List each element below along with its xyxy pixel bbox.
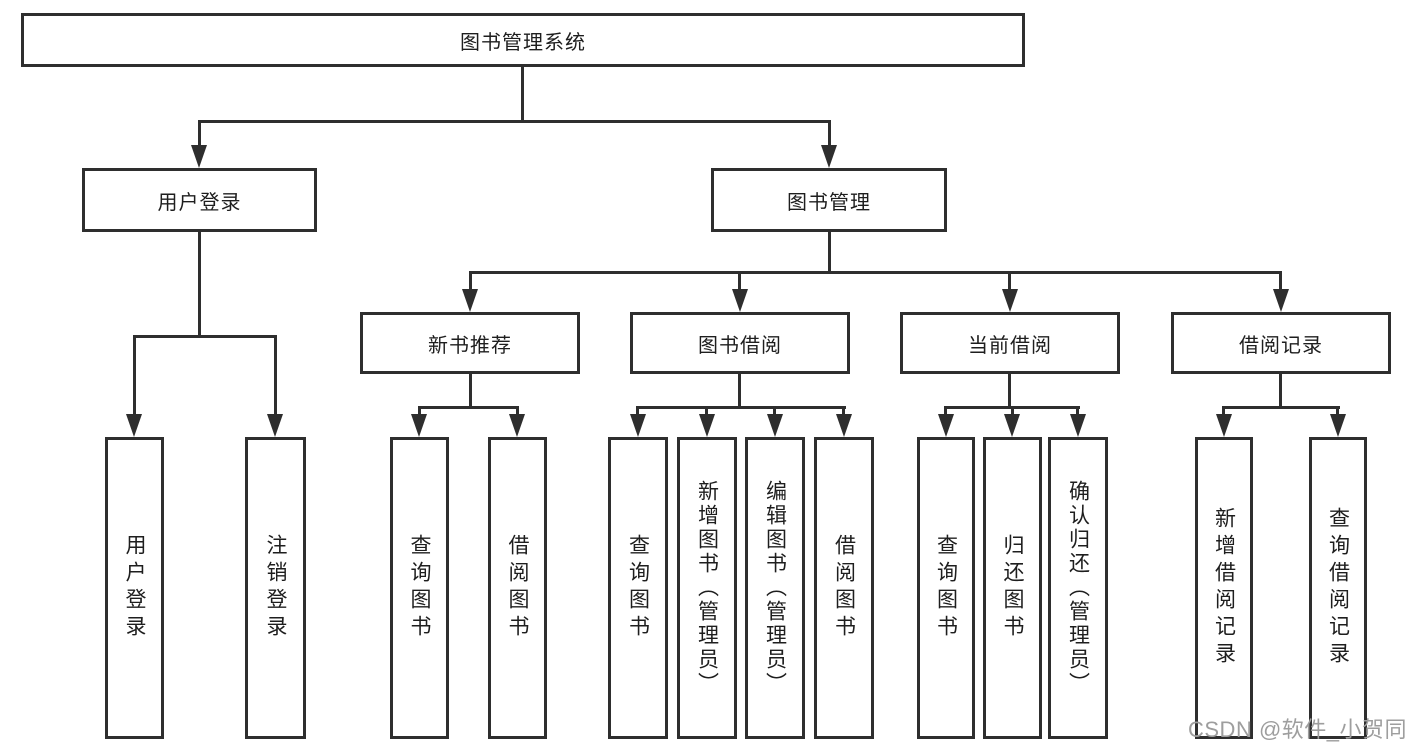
arrowhead-down-icon	[1330, 414, 1346, 437]
arrowhead-down-icon	[767, 414, 783, 437]
leaf-edit-books-admin: 编辑图书（管理员）	[745, 437, 805, 739]
connector-login-bar	[133, 335, 277, 338]
node-book-borrowing: 图书借阅	[630, 312, 850, 374]
arrowhead-down-icon	[938, 414, 954, 437]
connector-mgmt-stem	[828, 232, 831, 274]
connector-recommend-stem	[469, 374, 472, 409]
arrowhead-down-icon	[462, 289, 478, 312]
node-book-management: 图书管理	[711, 168, 947, 232]
leaf-borrow-books-recommend: 借阅图书	[488, 437, 547, 739]
connector-records-arm	[1336, 406, 1339, 416]
connector-mgmt-bar	[469, 271, 1282, 274]
arrowhead-down-icon	[1002, 289, 1018, 312]
connector-mgmt-arm	[469, 271, 472, 291]
node-current-borrowing: 当前借阅	[900, 312, 1120, 374]
connector-recommend-bar	[418, 406, 519, 409]
node-borrowing-records: 借阅记录	[1171, 312, 1391, 374]
leaf-return-books: 归还图书	[983, 437, 1042, 739]
leaf-confirm-return-admin: 确认归还（管理员）	[1048, 437, 1108, 739]
connector-recommend-arm	[418, 406, 421, 416]
node-user-login: 用户登录	[82, 168, 317, 232]
leaf-borrow-books: 借阅图书	[814, 437, 874, 739]
leaf-add-books-admin: 新增图书（管理员）	[677, 437, 737, 739]
leaf-add-borrow-record: 新增借阅记录	[1195, 437, 1253, 739]
connector-current-arm	[944, 406, 947, 416]
connector-recommend-arm	[516, 406, 519, 416]
leaf-query-books-borrowing: 查询图书	[608, 437, 668, 739]
arrowhead-down-icon	[732, 289, 748, 312]
node-new-book-recommendation: 新书推荐	[360, 312, 580, 374]
connector-login-arm	[133, 335, 136, 416]
connector-records-stem	[1279, 374, 1282, 409]
leaf-query-borrow-record: 查询借阅记录	[1309, 437, 1367, 739]
connector-borrowing-arm	[773, 406, 776, 416]
arrowhead-down-icon	[509, 414, 525, 437]
connector-current-arm	[1076, 406, 1079, 416]
connector-mgmt-arm	[1279, 271, 1282, 291]
node-system-root: 图书管理系统	[21, 13, 1025, 67]
connector-login-arm	[274, 335, 277, 416]
arrowhead-down-icon	[191, 145, 207, 168]
connector-records-arm	[1222, 406, 1225, 416]
connector-root-arm-right	[828, 120, 831, 147]
arrowhead-down-icon	[821, 145, 837, 168]
arrowhead-down-icon	[630, 414, 646, 437]
connector-root-bar	[198, 120, 831, 123]
connector-mgmt-arm	[1008, 271, 1011, 291]
arrowhead-down-icon	[411, 414, 427, 437]
connector-current-arm	[1011, 406, 1014, 416]
arrowhead-down-icon	[699, 414, 715, 437]
arrowhead-down-icon	[1273, 289, 1289, 312]
csdn-watermark: CSDN @软件_小贺同学	[1188, 717, 1405, 742]
arrowhead-down-icon	[1070, 414, 1086, 437]
connector-borrowing-arm	[842, 406, 845, 416]
connector-root-arm-left	[198, 120, 201, 147]
connector-borrowing-stem	[738, 374, 741, 409]
connector-mgmt-arm	[738, 271, 741, 291]
connector-login-stem	[198, 232, 201, 338]
leaf-user-login: 用户登录	[105, 437, 164, 739]
arrowhead-down-icon	[267, 414, 283, 437]
arrowhead-down-icon	[1216, 414, 1232, 437]
leaf-logout: 注销登录	[245, 437, 306, 739]
connector-borrowing-bar	[636, 406, 846, 409]
connector-borrowing-arm	[705, 406, 708, 416]
connector-root-stem	[521, 67, 524, 121]
leaf-query-books-current: 查询图书	[917, 437, 975, 739]
arrowhead-down-icon	[1004, 414, 1020, 437]
connector-records-bar	[1222, 406, 1340, 409]
connector-current-stem	[1008, 374, 1011, 409]
connector-borrowing-arm	[636, 406, 639, 416]
arrowhead-down-icon	[126, 414, 142, 437]
leaf-query-books-recommend: 查询图书	[390, 437, 449, 739]
arrowhead-down-icon	[836, 414, 852, 437]
